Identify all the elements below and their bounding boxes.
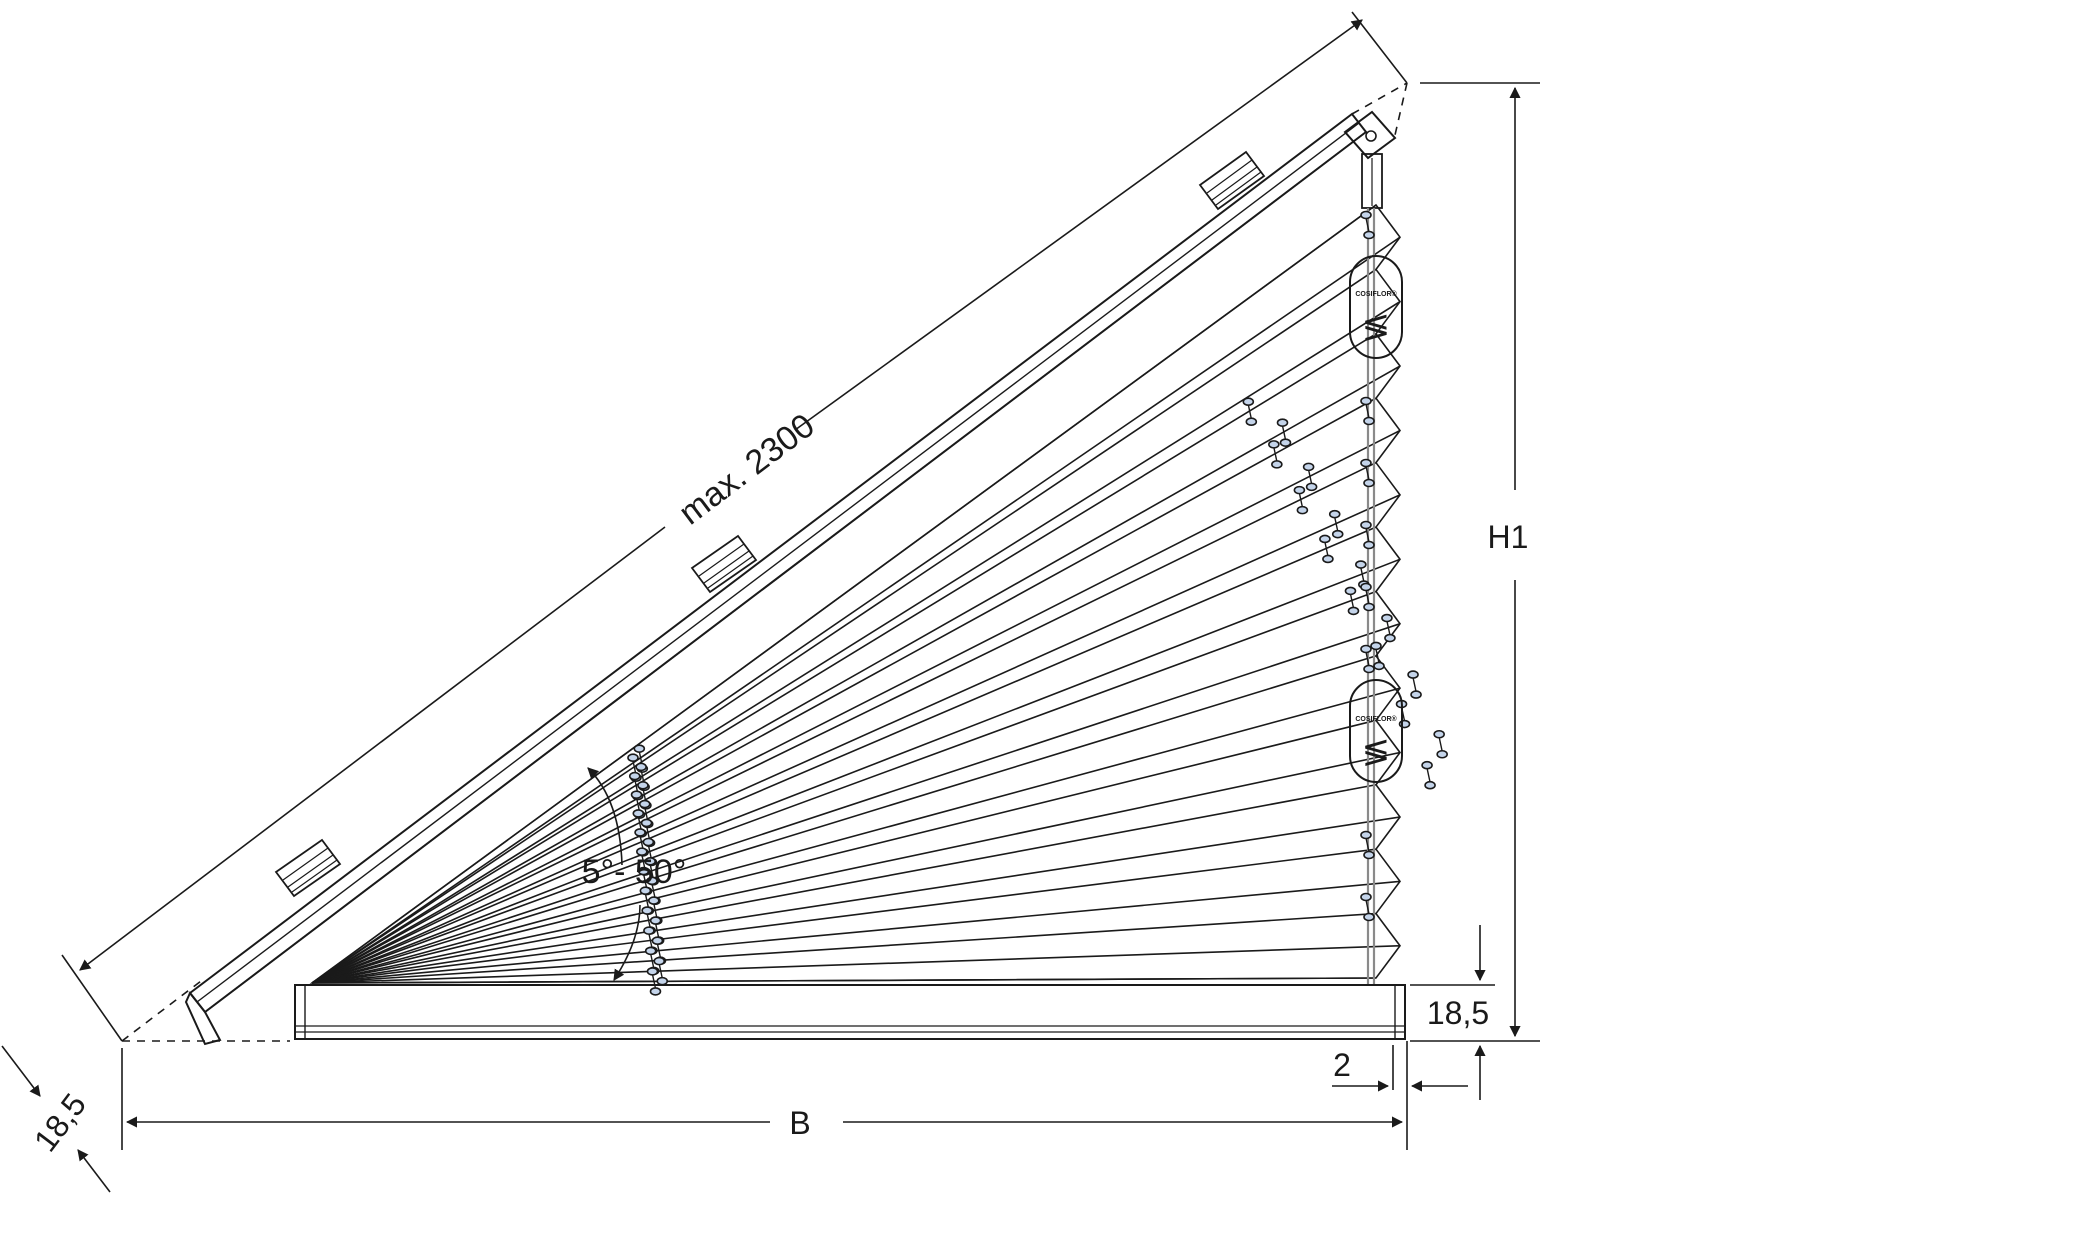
eyelet (1360, 892, 1375, 922)
pleat-line (311, 622, 1401, 984)
pleat-line (311, 236, 1401, 984)
corner-bracket (1343, 110, 1397, 209)
construction-lines (121, 82, 1408, 1042)
pleat-line (311, 977, 1377, 984)
brand-name-lower: COSIFLOR® (1355, 715, 1397, 723)
pleat-line (311, 687, 1401, 984)
pleat-line (311, 848, 1377, 984)
rail-clip-upper (1198, 150, 1266, 211)
pleated-fabric (309, 203, 1401, 984)
eyelet (1360, 582, 1375, 612)
max-length-label: max. 2300 (672, 406, 822, 532)
pleat-line (311, 783, 1377, 984)
eyelet (1344, 586, 1360, 616)
handle-lower: COSIFLOR® ≶ (1349, 679, 1403, 783)
eyelet (1395, 699, 1411, 729)
eyelet (1360, 830, 1375, 860)
bottom-rail-height-label: 18,5 (1427, 995, 1489, 1031)
brand-logo-upper: ≶ (1362, 308, 1391, 346)
pleat-line (311, 558, 1401, 984)
pleat-line (311, 268, 1377, 984)
cord-eyelets (627, 210, 1448, 996)
pleat-line (311, 816, 1401, 984)
pleat-line (311, 912, 1377, 984)
eyelet (1360, 644, 1375, 674)
eyelet (1407, 670, 1422, 699)
rail-clip-lower (274, 838, 342, 898)
pleat-line (311, 880, 1401, 984)
eyelet (1370, 641, 1385, 671)
bottom-rail (294, 984, 1406, 1040)
eyelet (1360, 396, 1375, 426)
eyelet (1328, 509, 1344, 539)
dimension-height: H1 (1410, 82, 1540, 1042)
pleat-line (311, 494, 1401, 984)
eyelet (1381, 613, 1396, 643)
width-label: B (789, 1105, 810, 1141)
pleat-line (311, 590, 1377, 984)
eyelet (1293, 485, 1309, 515)
pleat-line (311, 655, 1377, 984)
dimension-top-rail-offset: 18,5 (1, 1045, 111, 1193)
eyelet (1360, 520, 1375, 550)
brand-name-upper: COSIFLOR® (1355, 290, 1397, 298)
eyelet (1319, 534, 1334, 564)
eyelet (1302, 462, 1318, 492)
pleat-line (311, 204, 1377, 984)
eyelet (1242, 397, 1258, 427)
eyelet (1433, 729, 1448, 759)
pleat-line (311, 719, 1377, 984)
eyelet (646, 967, 662, 996)
dimension-side-offset: 2 (1332, 1041, 1468, 1150)
height-label: H1 (1488, 519, 1529, 555)
dimension-width: B (121, 1048, 1404, 1150)
top-rail (184, 112, 1368, 1046)
dimension-bottom-rail-height: 18,5 (1410, 925, 1495, 1100)
pleat-line (311, 429, 1401, 984)
brand-logo-lower: ≶ (1362, 733, 1391, 771)
angle-range-label: 5°- 50° (582, 853, 687, 891)
pleat-line (311, 751, 1401, 984)
pleat-line (311, 526, 1377, 984)
pleat-line (311, 461, 1377, 984)
pleat-line (311, 333, 1377, 984)
pleat-line (311, 300, 1401, 984)
dimension-max-length: max. 2300 (61, 11, 1408, 1042)
angle-indicator: 5°- 50° (582, 767, 687, 981)
pleat-line (311, 365, 1401, 984)
eyelet (1276, 418, 1292, 447)
eyelet (1360, 210, 1375, 240)
eyelet (1360, 458, 1375, 488)
top-rail-offset-label: 18,5 (27, 1087, 93, 1158)
side-offset-label: 2 (1333, 1047, 1351, 1083)
handle-upper: COSIFLOR® ≶ (1349, 255, 1403, 359)
pleat-line (311, 944, 1401, 984)
eyelet (1268, 440, 1283, 469)
rail-clip-middle (690, 534, 758, 594)
pleat-line (311, 397, 1377, 984)
eyelet (1421, 760, 1436, 790)
